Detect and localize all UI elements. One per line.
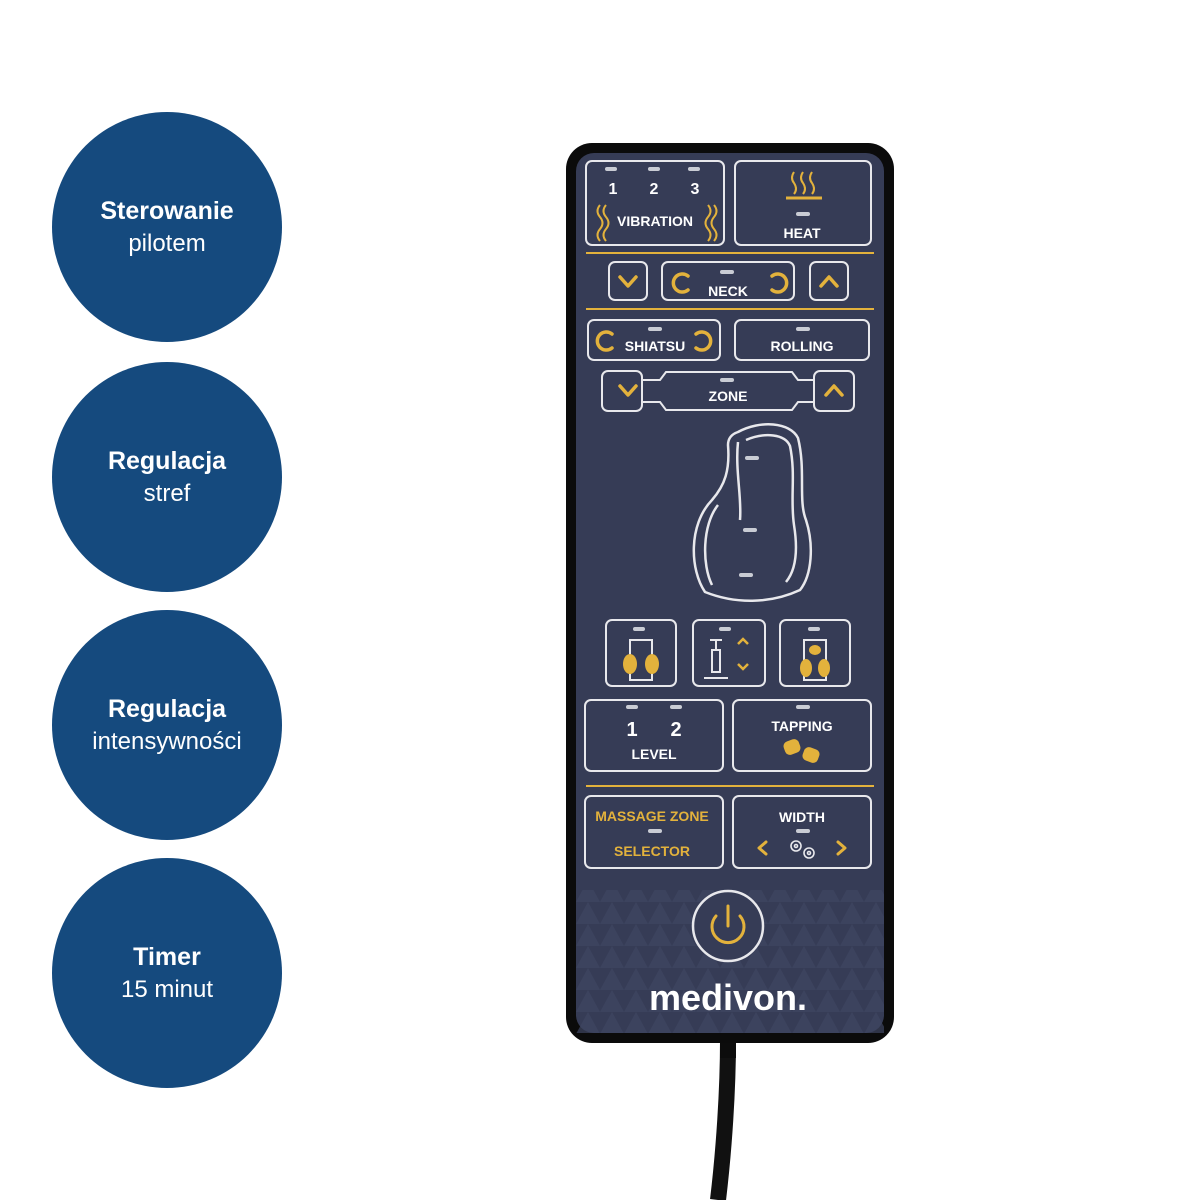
chevron-left-icon	[757, 840, 768, 856]
shiatsu-button[interactable]	[587, 319, 721, 361]
zone-frame	[642, 371, 814, 411]
neck-label: NECK	[708, 283, 748, 299]
level-value-1: 1	[626, 719, 637, 741]
chevron-up-icon	[824, 384, 844, 397]
rolling-button[interactable]	[734, 319, 870, 361]
led-indicator	[605, 167, 617, 171]
selector-label: SELECTOR	[614, 843, 690, 859]
led-indicator	[670, 705, 682, 709]
rotate-left-icon	[671, 272, 690, 294]
led-indicator	[648, 829, 662, 833]
vibration-level-2: 2	[650, 181, 659, 198]
massage-zone-label: MASSAGE ZONE	[595, 808, 709, 824]
vibration-level-3: 3	[691, 181, 700, 198]
vibration-wave-icon	[710, 204, 718, 242]
led-indicator	[720, 378, 734, 382]
chevron-down-icon	[618, 384, 638, 397]
width-label: WIDTH	[779, 809, 825, 825]
heat-button[interactable]	[734, 160, 872, 246]
led-indicator	[720, 270, 734, 274]
feature-subtitle: pilotem	[128, 229, 206, 257]
led-indicator	[626, 705, 638, 709]
led-indicator	[648, 167, 660, 171]
vibration-button[interactable]	[585, 160, 725, 246]
cable	[710, 1039, 736, 1200]
air-pump-icon	[704, 637, 749, 679]
feature-timer: Timer 15 minut	[52, 858, 282, 1088]
feature-title: Sterowanie	[100, 196, 234, 225]
vibration-label: VIBRATION	[617, 213, 693, 229]
shiatsu-label: SHIATSU	[625, 338, 685, 354]
power-icon	[710, 904, 746, 945]
vibration-level-1: 1	[609, 181, 618, 198]
level-label: LEVEL	[631, 746, 677, 762]
massage-seat-illustration	[692, 423, 812, 602]
led-indicator	[719, 627, 731, 631]
zone-label: ZONE	[709, 388, 748, 404]
zone-up-button[interactable]	[813, 370, 855, 412]
led-indicator	[633, 627, 645, 631]
rotate-right-icon	[694, 330, 713, 352]
width-button[interactable]	[732, 795, 872, 869]
led-indicator	[796, 212, 810, 216]
vibration-wave-icon	[596, 204, 604, 242]
tapping-hands-icon	[783, 739, 820, 763]
feature-title: Timer	[133, 942, 201, 971]
led-indicator	[808, 627, 820, 631]
remote-panel	[576, 153, 884, 1033]
led-indicator	[796, 829, 810, 833]
chevron-right-icon	[836, 840, 847, 856]
rotate-right-icon	[770, 272, 789, 294]
level-value-2: 2	[670, 719, 681, 741]
level-button[interactable]	[584, 699, 724, 772]
led-indicator	[743, 528, 757, 532]
feature-title: Regulacja	[107, 446, 227, 475]
rolling-label: ROLLING	[771, 338, 834, 354]
neck-button[interactable]	[661, 261, 795, 301]
gears-icon	[790, 840, 815, 859]
zone-down-button[interactable]	[601, 370, 643, 412]
seat-full-airbag-icon	[800, 639, 830, 681]
neck-down-button[interactable]	[608, 261, 648, 301]
feature-title: Regulacja	[107, 694, 227, 723]
led-indicator	[688, 167, 700, 171]
chevron-up-icon	[819, 275, 839, 288]
brand-logo: medivon.	[649, 977, 807, 1018]
chevron-down-icon	[618, 275, 638, 288]
feature-intensity-adjustment: Regulacja intensywności	[52, 610, 282, 840]
led-indicator	[739, 573, 753, 577]
feature-subtitle: stref	[143, 479, 191, 507]
massage-zone-selector-button[interactable]	[584, 795, 724, 869]
led-indicator	[648, 327, 662, 331]
led-indicator	[745, 456, 759, 460]
led-indicator	[796, 705, 810, 709]
feature-subtitle: intensywności	[92, 727, 242, 755]
mode-button-airbag[interactable]	[692, 619, 766, 687]
led-indicator	[796, 327, 810, 331]
tapping-button[interactable]	[732, 699, 872, 772]
heat-icon	[791, 171, 797, 195]
rotate-left-icon	[595, 330, 614, 352]
vibration-wave-icon	[704, 204, 712, 242]
mode-button-left[interactable]	[605, 619, 677, 687]
feature-zone-adjustment: Regulacja stref	[52, 362, 282, 592]
tapping-label: TAPPING	[771, 718, 832, 734]
neck-up-button[interactable]	[809, 261, 849, 301]
heat-label: HEAT	[783, 225, 821, 241]
vibration-wave-icon	[602, 204, 610, 242]
mode-button-right[interactable]	[779, 619, 851, 687]
feature-remote-control: Sterowanie pilotem	[52, 112, 282, 342]
seat-side-airbag-icon	[623, 639, 659, 681]
feature-subtitle: 15 minut	[120, 975, 214, 1003]
